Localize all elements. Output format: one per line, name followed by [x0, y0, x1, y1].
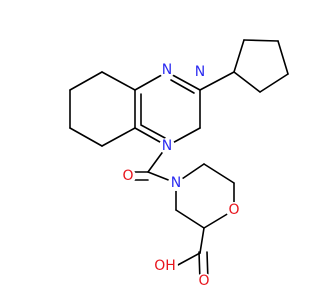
- bond: [140, 124, 166, 139]
- atom-label-background: [159, 62, 175, 78]
- bond: [170, 79, 195, 94]
- atom-label-background: [196, 273, 212, 289]
- atom-label-background: [168, 175, 184, 191]
- bond: [199, 71, 235, 91]
- atom-label-background: [120, 168, 136, 184]
- oxygen-atom-label: O: [228, 202, 239, 218]
- nitrogen-atom-label: N: [162, 62, 172, 78]
- atom-label-background: [192, 64, 208, 80]
- bond: [203, 163, 235, 184]
- atom-label-background: [152, 253, 178, 279]
- hydroxyl-atom-label: OH: [154, 258, 176, 274]
- atom-label-layer: N N N O N O OH O: [120, 62, 242, 289]
- atom-label-background: [159, 138, 175, 154]
- oxygen-atom-label: O: [198, 273, 209, 289]
- bond: [175, 209, 205, 229]
- nitrogen-atom-label: N: [171, 175, 181, 191]
- bond: [233, 71, 261, 93]
- bond: [101, 71, 136, 91]
- atom-label-background: [226, 202, 242, 218]
- bond-layer: [69, 39, 289, 282]
- bond: [101, 127, 136, 147]
- molecule-structure-diagram: N N N O N O OH O: [69, 39, 289, 289]
- bond: [69, 127, 103, 147]
- bond: [259, 73, 289, 93]
- bond: [243, 39, 279, 42]
- bond: [277, 40, 289, 75]
- oxygen-atom-label: O: [122, 168, 133, 184]
- bond: [175, 252, 201, 267]
- bond: [69, 71, 103, 91]
- bond: [199, 227, 205, 254]
- bond: [233, 39, 245, 73]
- nitrogen-atom-label: N: [195, 64, 205, 80]
- nitrogen-atom-label: N: [162, 138, 172, 154]
